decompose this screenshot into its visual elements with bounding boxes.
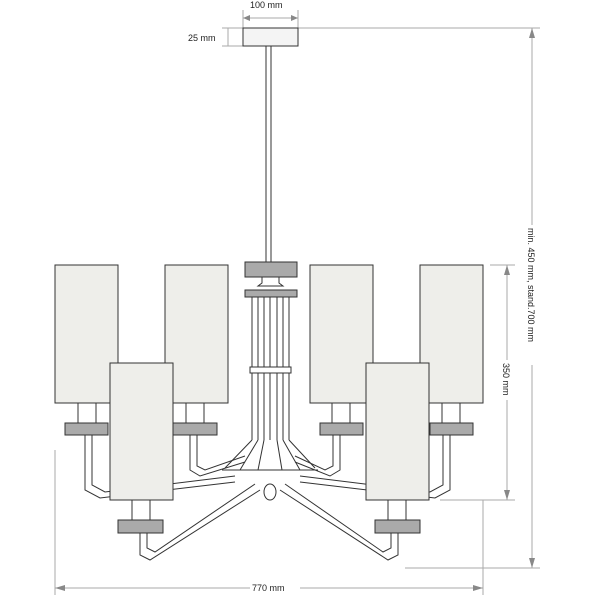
arm-front-right: [279, 483, 399, 561]
rod: [265, 45, 272, 263]
arm-front-left: [139, 483, 261, 561]
canopy-width-label: 100 mm: [250, 0, 283, 10]
canopy-height-label: 25 mm: [188, 33, 216, 43]
arm-mid-left: [189, 435, 246, 477]
dimension-lines: [54, 10, 540, 595]
central-body: [222, 261, 318, 501]
shade-height-label: 350 mm: [501, 363, 511, 396]
total-height-label: min. 450 mm, stand.700 mm: [526, 228, 536, 342]
front-lamps: [109, 362, 430, 534]
total-width-label: 770 mm: [252, 583, 285, 593]
canopy: [242, 27, 299, 47]
back-lamps: [54, 264, 484, 436]
arm-mid-right: [294, 435, 341, 477]
